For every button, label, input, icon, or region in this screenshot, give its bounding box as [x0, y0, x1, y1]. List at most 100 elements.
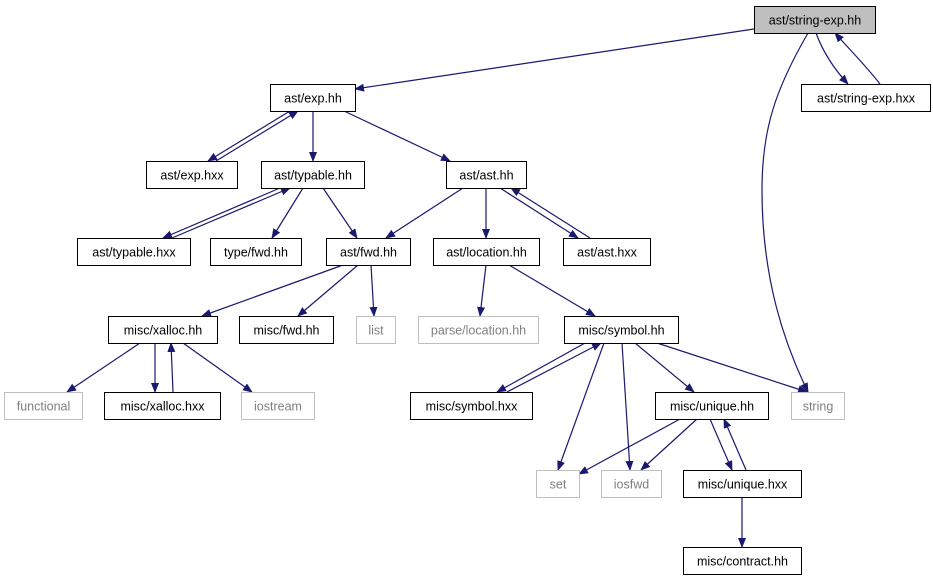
node-box	[104, 392, 221, 420]
edge-ast-hh-to-ast-hxx	[499, 187, 579, 239]
edge-ast-fwd-hh-to-xalloc-hh	[201, 264, 344, 317]
node-label: ast/fwd.hh	[340, 246, 397, 260]
node-label: ast/exp.hh	[284, 92, 342, 106]
node-box	[270, 84, 356, 112]
node-box	[239, 316, 334, 344]
node-box	[418, 316, 539, 344]
node-xalloc-hxx[interactable]: misc/xalloc.hxx	[104, 392, 221, 420]
node-box	[754, 6, 876, 34]
node-string-exp-hh[interactable]: ast/string-exp.hh	[754, 6, 876, 34]
edge-string-exp-hh-to-string-exp-hxx	[815, 32, 849, 85]
edge-symbol-hh-to-unique-hh	[634, 342, 695, 393]
edge-symbol-hh-to-iosfwd	[621, 342, 634, 471]
node-box	[791, 392, 845, 420]
node-box	[601, 470, 662, 498]
node-ast-hh[interactable]: ast/ast.hh	[446, 161, 527, 189]
edge-typable-hh-to-ast-fwd-hh	[322, 187, 358, 239]
node-label: misc/contract.hh	[697, 555, 788, 569]
node-symbol-hh[interactable]: misc/symbol.hh	[564, 316, 679, 344]
edge-xalloc-hxx-to-xalloc-hh	[167, 342, 176, 393]
node-iostream: iostream	[241, 392, 315, 420]
node-typable-hxx[interactable]: ast/typable.hxx	[77, 238, 191, 266]
node-parse-location-hh: parse/location.hh	[418, 316, 539, 344]
node-box	[536, 470, 580, 498]
node-box	[356, 316, 396, 344]
node-label: ast/ast.hxx	[577, 246, 637, 260]
node-unique-hxx[interactable]: misc/unique.hxx	[683, 470, 802, 498]
node-box	[683, 470, 802, 498]
edge-string-exp-hxx-to-string-exp-hh	[834, 32, 881, 85]
edge-ast-fwd-hh-to-misc-fwd-hh	[297, 264, 359, 317]
edge-ast-hh-to-ast-fwd-hh	[385, 187, 464, 239]
nodes: ast/string-exp.hh ast/exp.hh ast/string-ex…	[4, 6, 931, 575]
node-xalloc-hh[interactable]: misc/xalloc.hh	[108, 316, 218, 344]
edges	[66, 28, 881, 548]
node-contract-hh[interactable]: misc/contract.hh	[683, 547, 802, 575]
node-exp-hh[interactable]: ast/exp.hh	[270, 84, 356, 112]
node-label: misc/unique.hxx	[698, 478, 788, 492]
node-location-hh[interactable]: ast/location.hh	[433, 238, 540, 266]
edge-unique-hxx-to-unique-hh	[723, 418, 747, 471]
node-symbol-hxx[interactable]: misc/symbol.hxx	[410, 392, 533, 420]
node-exp-hxx[interactable]: ast/exp.hxx	[146, 161, 238, 189]
node-box	[410, 392, 533, 420]
node-box	[108, 316, 218, 344]
node-label: ast/typable.hxx	[92, 246, 176, 260]
edge-location-hh-to-parse-location-hh	[477, 264, 487, 317]
edge-symbol-hh-to-set	[557, 342, 605, 471]
node-label: functional	[17, 400, 71, 414]
edge-ast-fwd-hh-to-list	[369, 264, 378, 317]
node-type-fwd-hh[interactable]: type/fwd.hh	[210, 238, 302, 266]
node-label: ast/typable.hh	[274, 169, 352, 183]
node-box	[146, 161, 238, 189]
node-unique-hh[interactable]: misc/unique.hh	[655, 392, 769, 420]
node-label: iostream	[254, 400, 302, 414]
node-label: list	[368, 324, 384, 338]
node-box	[210, 238, 302, 266]
edge-unique-hh-to-iosfwd	[640, 418, 698, 471]
node-typable-hh[interactable]: ast/typable.hh	[261, 161, 365, 189]
node-label: ast/string-exp.hh	[769, 14, 861, 28]
node-box	[563, 238, 651, 266]
node-label: misc/xalloc.hh	[124, 324, 203, 338]
node-box	[655, 392, 769, 420]
edge-unique-hh-to-unique-hxx	[709, 418, 733, 471]
node-iosfwd: iosfwd	[601, 470, 662, 498]
node-box	[261, 161, 365, 189]
edge-typable-hh-to-type-fwd-hh	[271, 187, 304, 239]
node-label: iosfwd	[614, 478, 649, 492]
edge-symbol-hxx-to-symbol-hh	[506, 342, 602, 393]
node-box	[683, 547, 802, 575]
node-label: type/fwd.hh	[224, 246, 288, 260]
node-string-exp-hxx[interactable]: ast/string-exp.hxx	[801, 84, 931, 112]
node-label: ast/location.hh	[446, 246, 527, 260]
node-string: string	[791, 392, 845, 420]
edge-symbol-hh-to-symbol-hxx	[496, 342, 586, 393]
node-label: misc/symbol.hh	[578, 324, 664, 338]
edge-string-exp-hh-to-exp-hh	[354, 28, 755, 92]
edge-exp-hh-to-exp-hxx	[207, 110, 291, 162]
edge-symbol-hh-to-string	[656, 342, 808, 394]
edge-xalloc-hh-to-functional	[66, 342, 141, 393]
node-set: set	[536, 470, 580, 498]
edge-location-hh-to-symbol-hh	[508, 264, 596, 317]
node-functional: functional	[4, 392, 83, 420]
node-box	[241, 392, 315, 420]
edge-xalloc-hh-to-iostream	[182, 342, 253, 393]
edge-unique-hh-to-set	[578, 418, 681, 475]
node-label: ast/exp.hxx	[160, 169, 224, 183]
node-label: string	[803, 400, 834, 414]
node-label: misc/fwd.hh	[254, 324, 320, 338]
node-label: parse/location.hh	[431, 324, 526, 338]
edge-string-exp-hh-to-string	[761, 32, 809, 393]
node-misc-fwd-hh[interactable]: misc/fwd.hh	[239, 316, 334, 344]
node-list: list	[356, 316, 396, 344]
node-box	[326, 238, 411, 266]
node-box	[433, 238, 540, 266]
edge-exp-hh-to-ast-hh	[343, 110, 451, 162]
node-box	[801, 84, 931, 112]
node-ast-fwd-hh[interactable]: ast/fwd.hh	[326, 238, 411, 266]
node-box	[77, 238, 191, 266]
node-ast-hxx[interactable]: ast/ast.hxx	[563, 238, 651, 266]
